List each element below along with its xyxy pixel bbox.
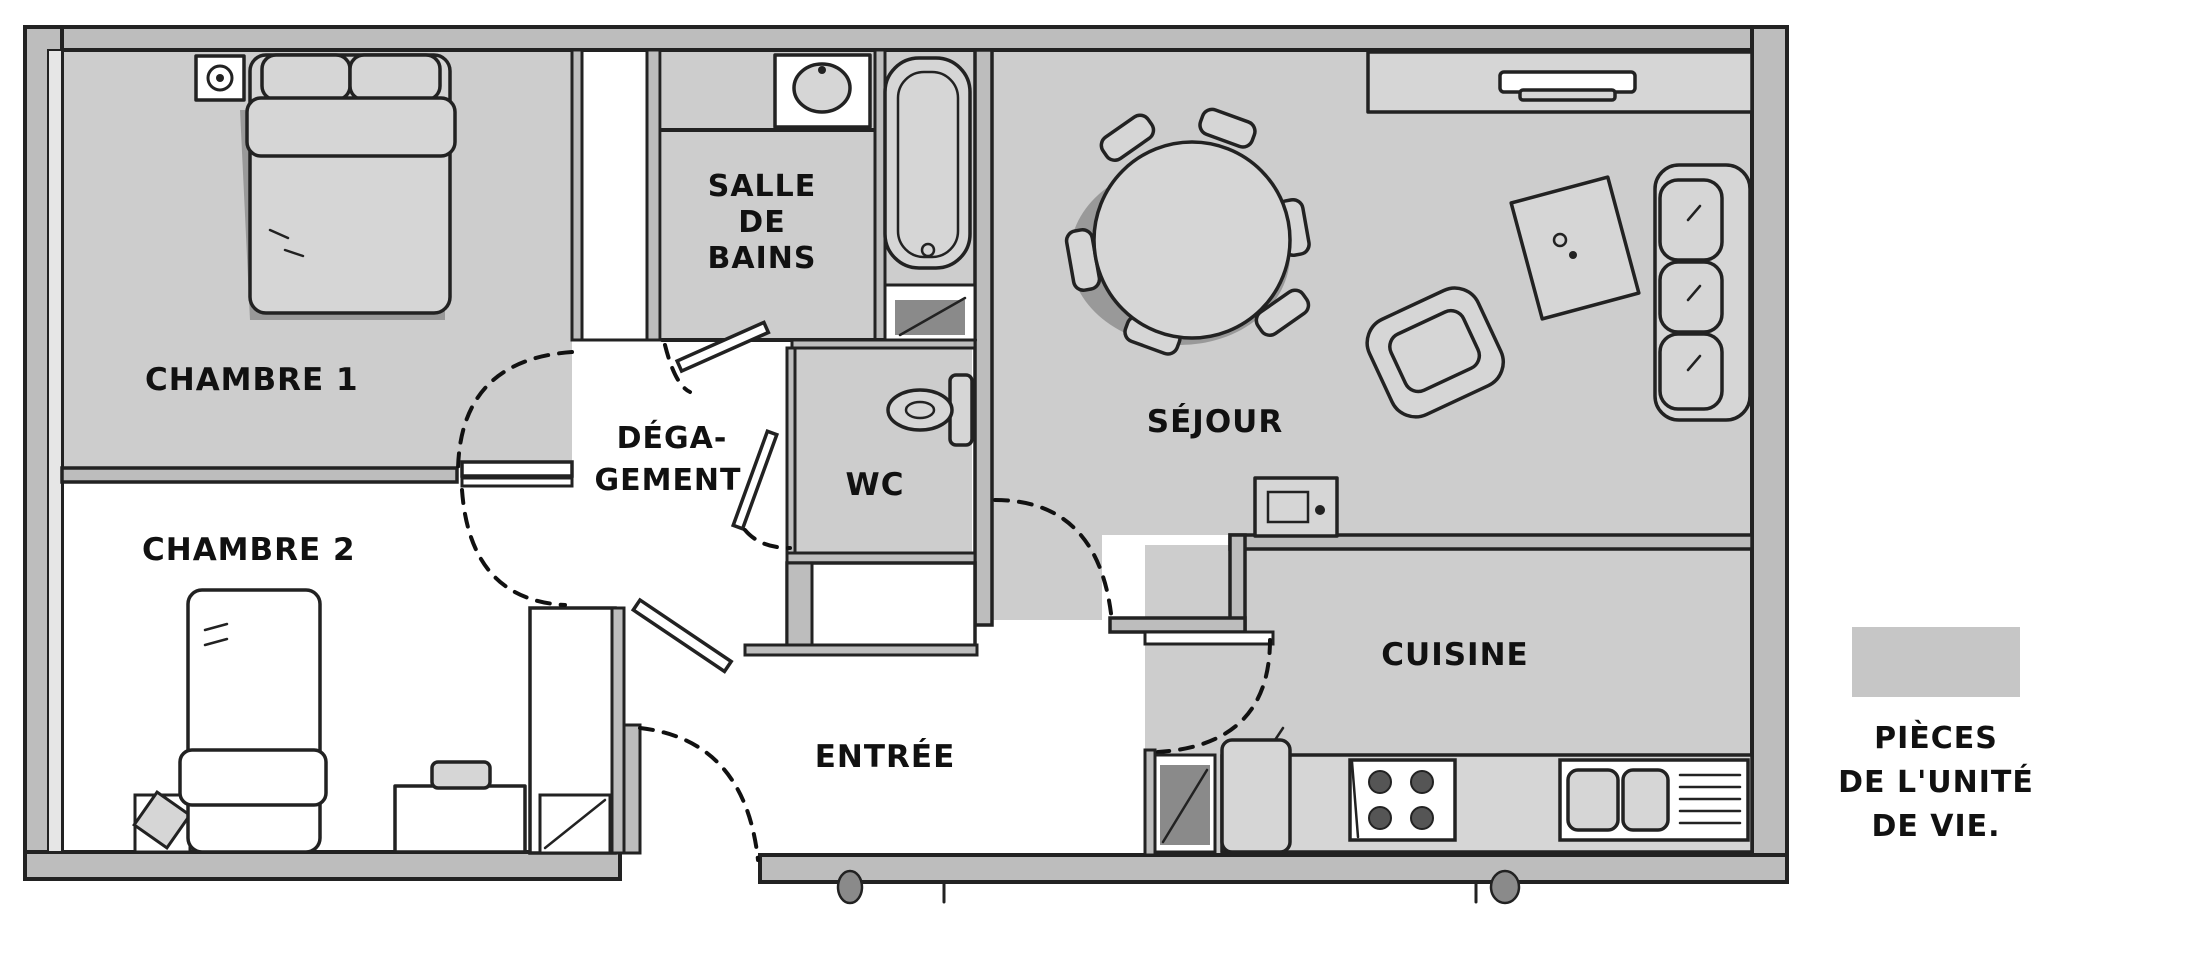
wall-inner-line-left <box>47 49 63 853</box>
storage-below-wc <box>785 561 977 655</box>
floor-entree <box>625 640 1145 855</box>
desk <box>393 784 527 854</box>
sink-bowl-1 <box>1566 768 1620 832</box>
microwave-door <box>1266 490 1310 524</box>
wall-bottom-right <box>758 853 1789 884</box>
furniture-wc <box>886 373 974 447</box>
wall-storage-left <box>785 561 814 655</box>
washer <box>1220 738 1292 854</box>
desk-chair <box>430 760 492 790</box>
duvet-fold <box>245 96 457 158</box>
wall-closet-right <box>645 48 662 342</box>
label-salle-line-1: SALLE <box>708 169 817 204</box>
label-chambre-1: CHAMBRE 1 <box>145 362 359 398</box>
furniture-bathroom <box>773 53 977 342</box>
label-chambre-2: CHAMBRE 2 <box>142 532 356 568</box>
sofa <box>1653 163 1752 422</box>
doors <box>456 320 1272 862</box>
dining-table <box>1092 140 1292 340</box>
label-degagement-line-1: DÉGA- <box>617 420 728 456</box>
door-leaf-bathroom <box>674 320 771 374</box>
label-degagement-line-2: GEMENT <box>594 463 741 498</box>
door-leaf-ch1-b <box>460 476 574 488</box>
pillar-mark-1 <box>836 869 864 905</box>
door-leaf-wc <box>730 429 780 531</box>
wall-passage-left <box>1108 616 1247 634</box>
bathtub <box>883 56 972 270</box>
wall-ch1-ch2 <box>60 466 459 484</box>
door-leaf-storage <box>630 597 734 674</box>
floor-wc <box>792 348 972 553</box>
door-swing-cuisine <box>1156 638 1272 754</box>
wall-top <box>23 25 1789 52</box>
room-labels: CHAMBRE 1 CHAMBRE 2 SALLE DE BAINS DÉGA-… <box>142 169 1528 775</box>
legend-line-3: DE VIE. <box>1871 809 2000 844</box>
sink-drainer <box>1678 773 1742 825</box>
floor-closet <box>577 50 647 340</box>
door-leaf-cuisine <box>1143 630 1275 646</box>
nightstand-ch2 <box>132 790 192 850</box>
interior-walls <box>60 48 1754 857</box>
pillar-mark-2 <box>1489 869 1521 905</box>
legend-swatch <box>1852 627 2020 697</box>
coffee-table <box>1509 175 1641 321</box>
door-swing-chambre-1 <box>456 350 574 472</box>
wall-wc-left <box>785 346 797 560</box>
label-sejour: SÉJOUR <box>1147 404 1283 440</box>
wall-bottom-left <box>23 850 622 881</box>
wall-entree-left <box>622 723 642 855</box>
label-wc: WC <box>846 467 905 503</box>
legend: PIÈCES DE L'UNITÉ DE VIE. <box>1838 627 2034 844</box>
label-entree: ENTRÉE <box>815 739 956 775</box>
closet-shelf-diag <box>543 798 607 850</box>
furniture-chambre-1 <box>194 53 457 320</box>
outer-walls <box>23 25 1789 905</box>
sink-basin <box>792 62 852 114</box>
door-swing-wc <box>743 528 792 550</box>
furniture-chambre-2 <box>132 588 527 854</box>
wall-closet-ch2 <box>610 606 626 855</box>
pillow-right <box>348 53 442 102</box>
label-cuisine: CUISINE <box>1381 637 1528 673</box>
wall-right <box>1750 25 1789 864</box>
toilet-bowl <box>886 388 954 432</box>
furniture-cuisine <box>1153 726 1754 854</box>
legend-line-2: DE L'UNITÉ <box>1838 764 2034 800</box>
dining-chairs <box>1064 107 1311 356</box>
floor-sejour-passage <box>992 535 1102 620</box>
label-salle-line-2: DE <box>738 205 785 240</box>
door-swing-entrance <box>638 726 760 862</box>
door-swing-bathroom <box>663 343 692 394</box>
tv-stand <box>1518 88 1617 102</box>
furniture-sejour <box>1064 50 1754 538</box>
legend-line-1: PIÈCES <box>1874 720 1998 756</box>
wall-sejour-left <box>973 48 994 627</box>
wall-storage-bottom <box>743 643 979 657</box>
door-swing-chambre-2 <box>460 488 567 607</box>
wall-closet-left <box>570 48 584 342</box>
pillow-left <box>260 53 352 102</box>
door-swing-sejour <box>993 498 1114 624</box>
door-leaf-ch1 <box>460 460 574 478</box>
bed-blanket <box>178 748 328 807</box>
cooktop <box>1348 758 1457 842</box>
sink-bowl-2 <box>1621 768 1670 832</box>
label-salle-line-3: BAINS <box>708 241 817 276</box>
armchair <box>1365 286 1505 419</box>
